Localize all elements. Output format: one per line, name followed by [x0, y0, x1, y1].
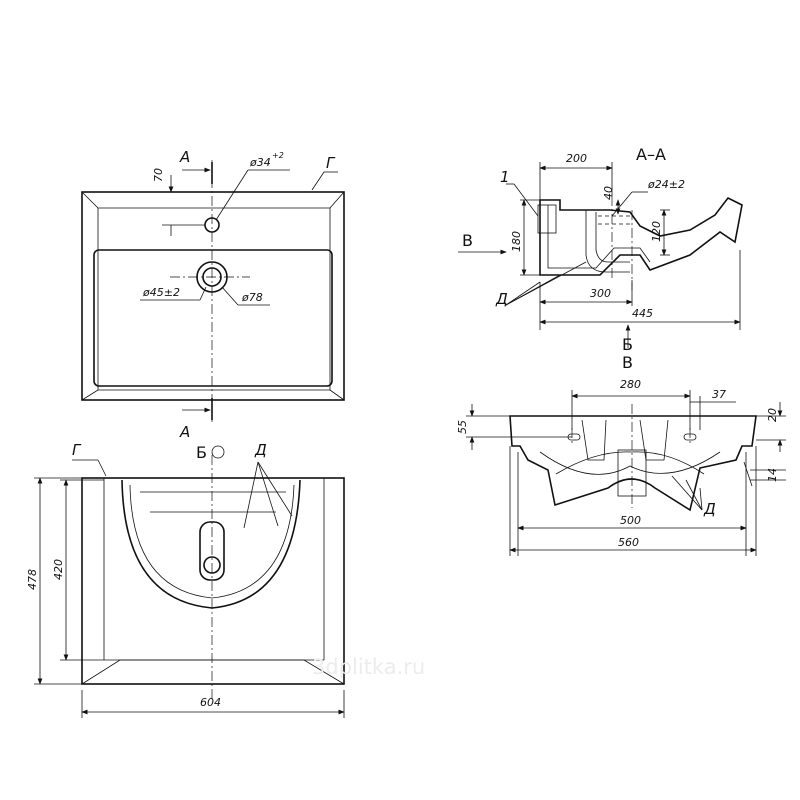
dim-sec-120: 120: [650, 221, 663, 242]
dim-front-420: 420: [52, 559, 65, 580]
dim-back-55: 55: [456, 420, 469, 434]
watermark-text: 3dplitka.ru: [312, 655, 425, 679]
dim-top-d34: ø34: [249, 156, 271, 169]
dim-sec-180: 180: [510, 231, 523, 252]
front-view: [34, 445, 345, 718]
dim-top-d34-tol: +2: [272, 151, 284, 160]
dim-top-d78: ø78: [241, 291, 263, 304]
label-view-b-arrow: Б: [622, 335, 633, 354]
dim-back-500: 500: [620, 514, 641, 527]
label-view-v-arrow: В: [462, 231, 473, 250]
dim-back-20: 20: [766, 408, 779, 422]
label-d-front: Д: [254, 441, 267, 459]
dim-sec-d24: ø24±2: [647, 178, 685, 191]
dim-sec-300: 300: [590, 287, 611, 300]
dim-sec-40: 40: [602, 186, 615, 200]
label-view-v-title: В: [622, 353, 633, 372]
label-view-b-marker: Б: [196, 443, 207, 462]
dim-top-d45: ø45±2: [142, 286, 180, 299]
dim-back-14: 14: [766, 468, 779, 482]
dim-top-70: 70: [152, 168, 165, 182]
label-d-back: Д: [703, 500, 716, 518]
label-section-a-bottom: А: [179, 423, 190, 441]
label-g-front: Г: [72, 441, 82, 459]
section-a-a: [458, 162, 743, 330]
dim-front-478: 478: [26, 569, 39, 590]
dim-back-37: 37: [712, 388, 726, 401]
dim-front-604: 604: [200, 696, 221, 709]
dim-sec-200: 200: [566, 152, 587, 165]
label-g-top: Г: [326, 154, 336, 172]
label-section-a-top: А: [179, 148, 190, 166]
label-mark-1: 1: [500, 168, 510, 186]
label-d-section: Д: [495, 290, 508, 308]
dim-back-560: 560: [618, 536, 639, 549]
dim-back-280: 280: [620, 378, 641, 391]
dim-sec-445: 445: [632, 307, 653, 320]
label-section-title: А–А: [636, 145, 666, 164]
top-view: [81, 160, 345, 425]
back-view: [466, 390, 786, 556]
